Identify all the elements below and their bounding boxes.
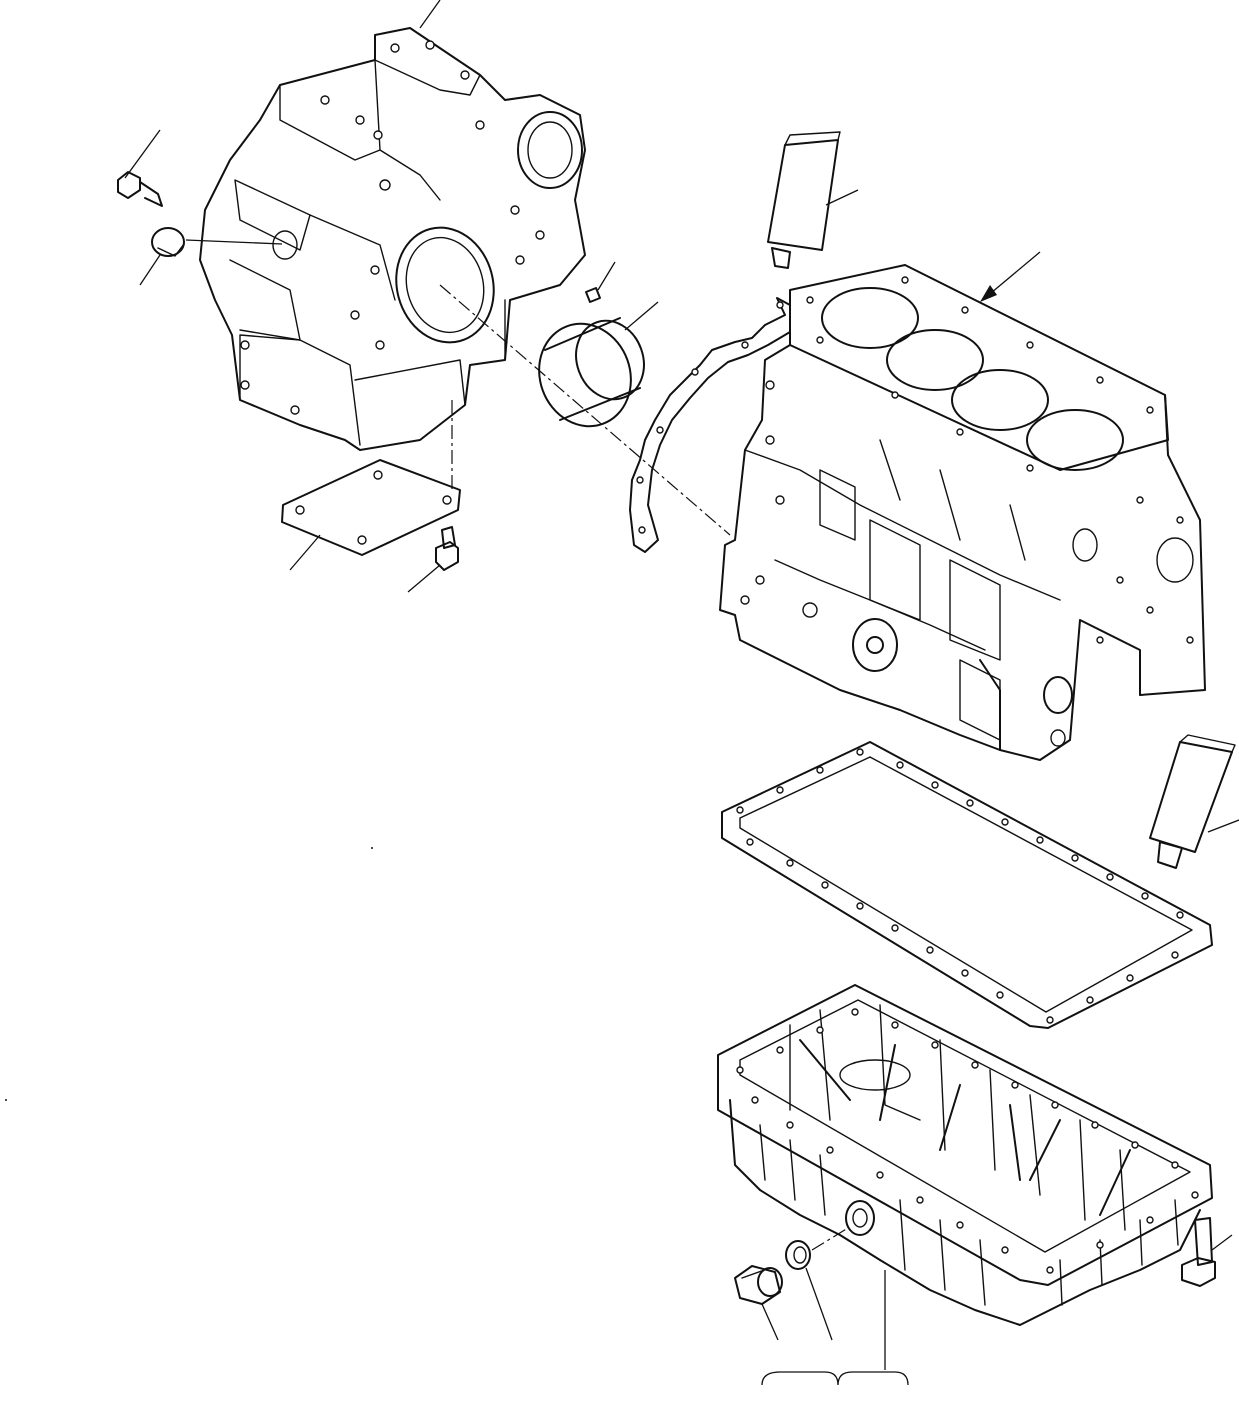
sealant-tube-lower[interactable]	[1149, 734, 1239, 869]
cylinder-block[interactable]	[719, 251, 1206, 761]
oil-pan-bolt[interactable]	[1181, 1217, 1233, 1287]
plug-cap[interactable]	[139, 227, 283, 286]
housing-bolt[interactable]	[117, 129, 163, 207]
group-brace	[761, 1371, 909, 1386]
oil-pan[interactable]	[717, 984, 1213, 1370]
sealant-tube-upper[interactable]	[767, 131, 859, 269]
stray-dot	[5, 1099, 7, 1101]
oil-pan-gasket[interactable]	[721, 741, 1213, 1029]
drain-washer[interactable]	[785, 1227, 849, 1341]
stray-dot	[371, 847, 373, 849]
rear-gasket[interactable]	[629, 297, 791, 553]
cover-bolt[interactable]	[407, 526, 459, 593]
oil-seal-ring[interactable]	[525, 301, 659, 439]
drain-plug[interactable]	[734, 1265, 783, 1341]
flywheel-housing[interactable]	[199, 27, 586, 451]
dowel-pin[interactable]	[585, 261, 616, 303]
cover-plate[interactable]	[281, 400, 461, 571]
